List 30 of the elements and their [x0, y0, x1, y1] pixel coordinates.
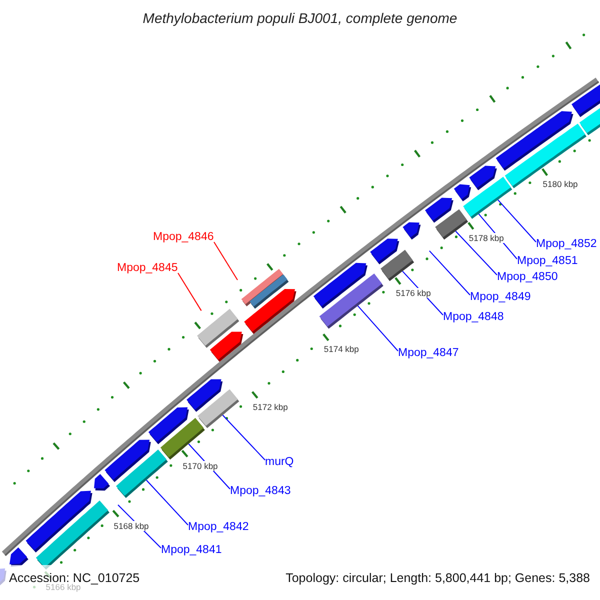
scale-label: 5178 kbp	[468, 232, 505, 243]
gene-label: Mpop_4847	[398, 347, 459, 360]
leader-line	[455, 230, 498, 276]
gene-label: Mpop_4846	[153, 231, 214, 244]
leader-line	[357, 305, 398, 352]
leader-line	[222, 414, 266, 460]
gene-label: Mpop_4848	[443, 311, 504, 324]
leader-line	[428, 250, 470, 296]
scale-label: 5172 kbp	[252, 402, 289, 412]
gene-label: Mpop_4841	[161, 544, 222, 557]
footer-text: Topology: circular; Length: 5,800,441 bp; Genes: 5,388	[286, 571, 590, 586]
leader-line	[497, 199, 536, 242]
gene-label: Mpop_4852	[536, 238, 597, 251]
scale-label: 5170 kbp	[182, 460, 219, 471]
scale-label: 5180 kbp	[542, 179, 579, 190]
leader-line	[146, 480, 188, 526]
gene-label: Mpop_4850	[497, 271, 558, 284]
scale-label: 5168 kbp	[112, 520, 150, 531]
gene-label: Mpop_4849	[470, 291, 531, 304]
gene-label: murQ	[265, 456, 294, 469]
leader-line	[178, 272, 202, 312]
leader-line	[214, 242, 238, 280]
scale-label: 5166 kbp	[44, 582, 82, 592]
scale-label: 5174 kbp	[322, 344, 360, 354]
gene-label: Mpop_4843	[230, 485, 291, 498]
gene-label: Mpop_4845	[117, 262, 178, 275]
chart-title: Methylobacterium populi BJ001, complete genome	[142, 10, 458, 26]
scale-label: 5176 kbp	[394, 288, 432, 298]
gene-label: Mpop_4842	[188, 521, 249, 534]
gene-label: Mpop_4851	[517, 255, 578, 268]
